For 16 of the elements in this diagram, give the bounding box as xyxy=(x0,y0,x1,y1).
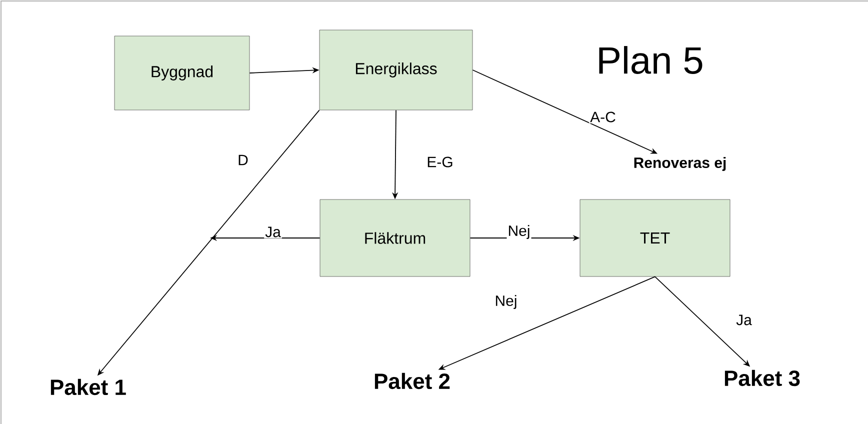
outcome-text: Paket 2 xyxy=(374,372,450,390)
process-box: Fläktrum xyxy=(320,199,470,277)
outcome-text: Renoveras ej xyxy=(634,157,726,171)
process-box: TET xyxy=(580,199,730,277)
edge-label: Nej xyxy=(506,224,532,240)
edge-label: Ja xyxy=(735,314,753,326)
edge-label: A-C xyxy=(589,110,617,124)
edge-label: Ja xyxy=(264,226,282,238)
edge-label: Nej xyxy=(494,294,518,310)
process-box: Energiklass xyxy=(319,30,473,110)
title: Plan 5 xyxy=(599,46,702,74)
edge-label: E-G xyxy=(426,156,454,168)
outcome-text: Paket 1 xyxy=(50,378,126,396)
edge-label: D xyxy=(236,154,250,166)
outcome-text: Paket 3 xyxy=(724,370,800,386)
process-box: Byggnad xyxy=(114,36,250,110)
